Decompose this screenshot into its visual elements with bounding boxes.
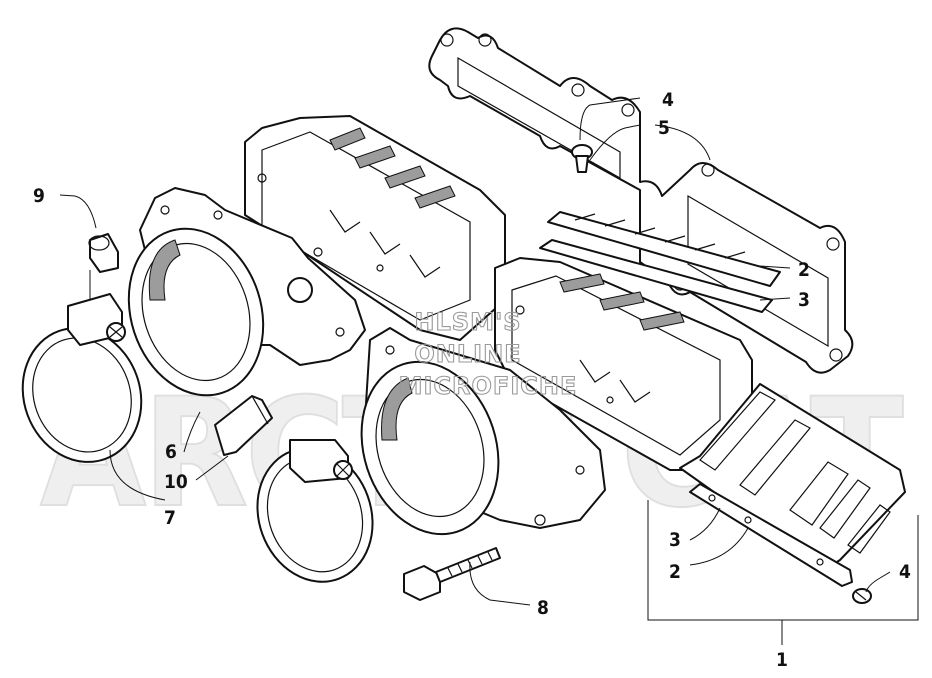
reed-petal-upper[interactable] [547, 211, 781, 287]
callout-6[interactable]: 6 [165, 441, 177, 463]
screw-part-4-upper[interactable] [571, 144, 593, 173]
watermark-line-1: HLSM'S [414, 308, 521, 336]
spacer-part-9[interactable] [88, 233, 119, 273]
gasket-part-5[interactable] [428, 27, 854, 374]
callout-4-upper[interactable]: 4 [662, 89, 674, 111]
callout-5[interactable]: 5 [658, 117, 670, 139]
screw-part-4-lower[interactable] [852, 588, 872, 604]
clip-part-10[interactable] [214, 395, 273, 456]
callout-1[interactable]: 1 [776, 649, 788, 671]
callout-8[interactable]: 8 [537, 597, 549, 619]
clamp-left[interactable] [4, 293, 160, 479]
watermark-text: HLSM'S ONLINE MICROFICHE [398, 307, 578, 400]
intake-boot-right[interactable] [340, 327, 606, 552]
callout-3-lower[interactable]: 3 [669, 529, 681, 551]
callout-9[interactable]: 9 [33, 185, 45, 207]
callout-2-lower[interactable]: 2 [669, 561, 681, 583]
bolt-part-8[interactable] [403, 547, 501, 601]
reed-stop-lower[interactable] [689, 483, 853, 587]
callout-labels: 1 2 2 3 3 4 4 5 6 7 8 9 10 [33, 89, 911, 671]
intake-boot-left[interactable] [108, 187, 366, 413]
watermark-line-3: MICROFICHE [399, 372, 578, 400]
reed-stop-upper[interactable] [539, 239, 773, 313]
callout-2-upper[interactable]: 2 [798, 259, 810, 281]
clamp-right[interactable] [239, 432, 391, 598]
callout-3-upper[interactable]: 3 [798, 289, 810, 311]
watermark-line-2: ONLINE [414, 340, 521, 368]
callout-7[interactable]: 7 [164, 507, 176, 529]
leader-lines [59, 97, 919, 645]
callout-10[interactable]: 10 [164, 471, 188, 493]
callout-4-lower[interactable]: 4 [899, 561, 911, 583]
